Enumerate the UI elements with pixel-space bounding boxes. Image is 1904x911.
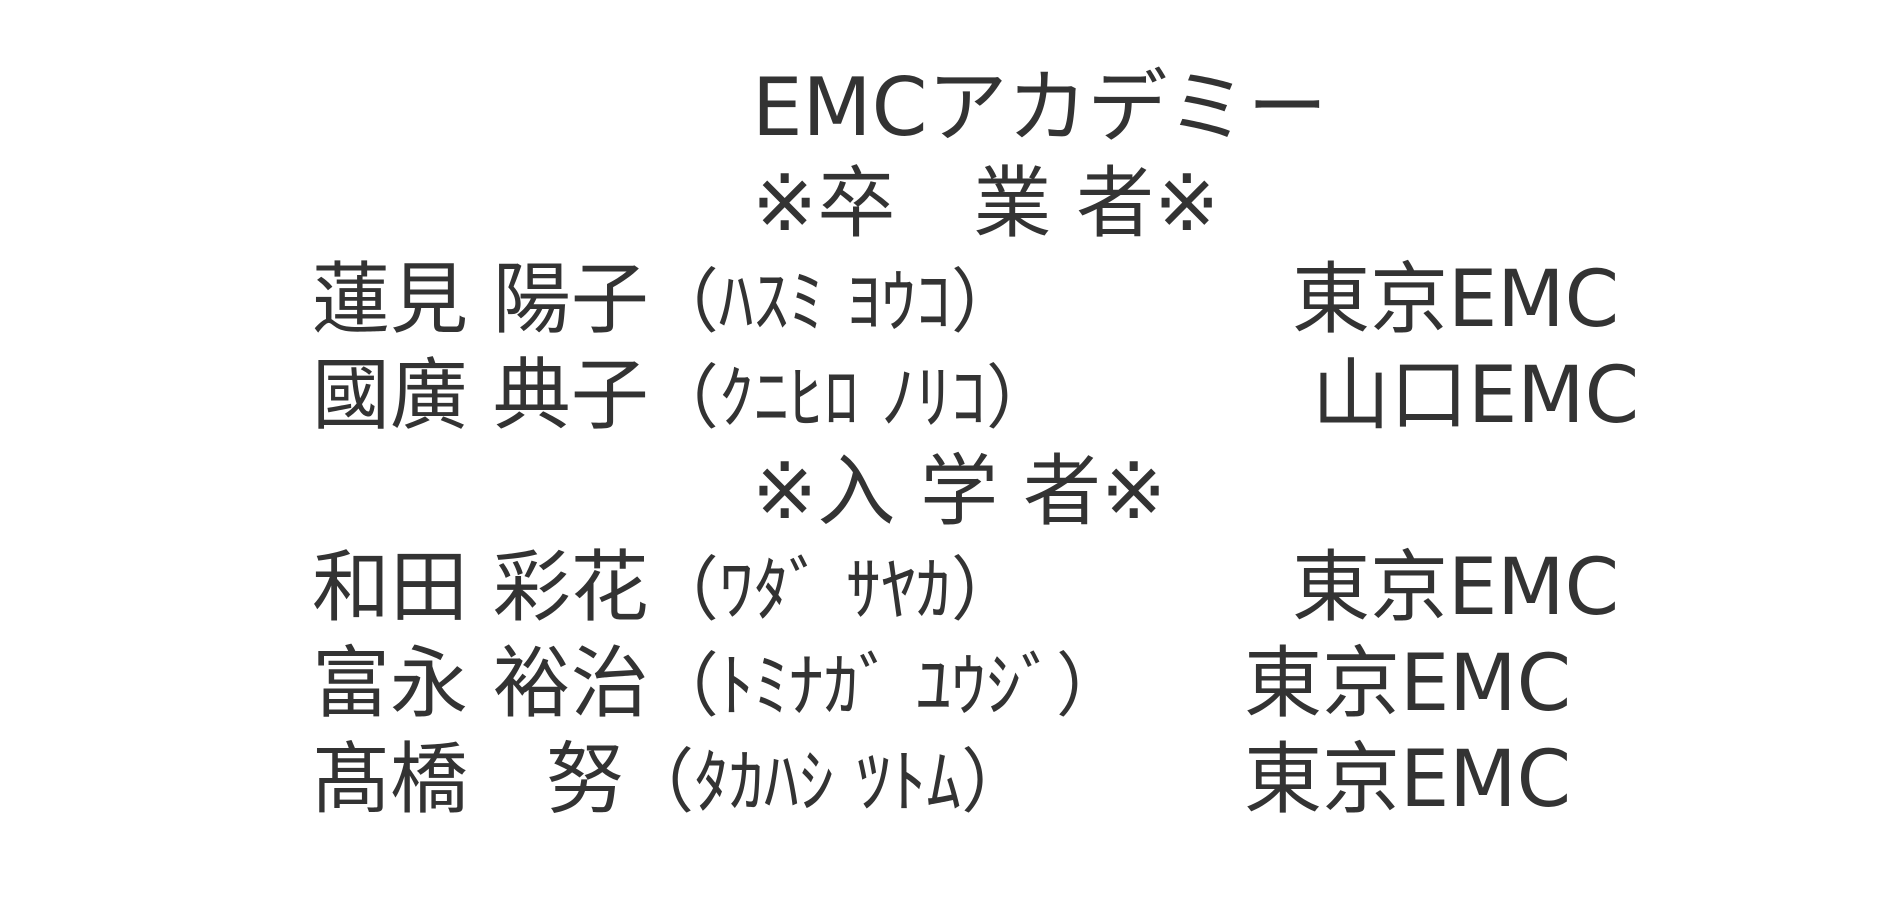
enrollee-entry: 和田 彩花（ﾜﾀﾞ ｻﾔｶ） [312, 540, 1021, 636]
person-kana: （ﾄﾐﾅｶﾞ ﾕｳｼﾞ） [648, 645, 1127, 727]
graduate-entry: 國廣 典子（ｸﾆﾋﾛ ﾉﾘｺ） [312, 348, 1056, 444]
person-name: 和田 彩花 [312, 543, 649, 633]
person-kana: （ﾊｽﾐ ﾖｳｺ） [648, 261, 1022, 343]
branch-name: 山口EMC [1312, 351, 1640, 441]
enrollee-entry: 富永 裕治（ﾄﾐﾅｶﾞ ﾕｳｼﾞ） [312, 636, 1126, 732]
person-kana: （ﾀｶﾊｼ ﾂﾄﾑ） [624, 741, 1032, 823]
branch-name: 東京EMC [1292, 255, 1620, 345]
person-name: 國廣 典子 [312, 351, 649, 441]
person-name: 富永 裕治 [312, 639, 649, 729]
branch-name: 東京EMC [1292, 543, 1620, 633]
branch-name: 東京EMC [1244, 735, 1572, 825]
enrollee-entry: 髙橋 努（ﾀｶﾊｼ ﾂﾄﾑ） [312, 732, 1031, 828]
graduate-entry: 蓮見 陽子（ﾊｽﾐ ﾖｳｺ） [312, 252, 1021, 348]
section-heading-graduates: ※卒 業 者※ [752, 159, 1220, 249]
branch-name: 東京EMC [1244, 639, 1572, 729]
person-kana: （ﾜﾀﾞ ｻﾔｶ） [648, 549, 1022, 631]
person-name: 髙橋 努 [312, 735, 625, 825]
section-heading-enrollees: ※入 学 者※ [752, 447, 1167, 537]
document-title: EMCアカデミー [752, 61, 1328, 154]
person-name: 蓮見 陽子 [312, 255, 649, 345]
person-kana: （ｸﾆﾋﾛ ﾉﾘｺ） [648, 357, 1057, 439]
